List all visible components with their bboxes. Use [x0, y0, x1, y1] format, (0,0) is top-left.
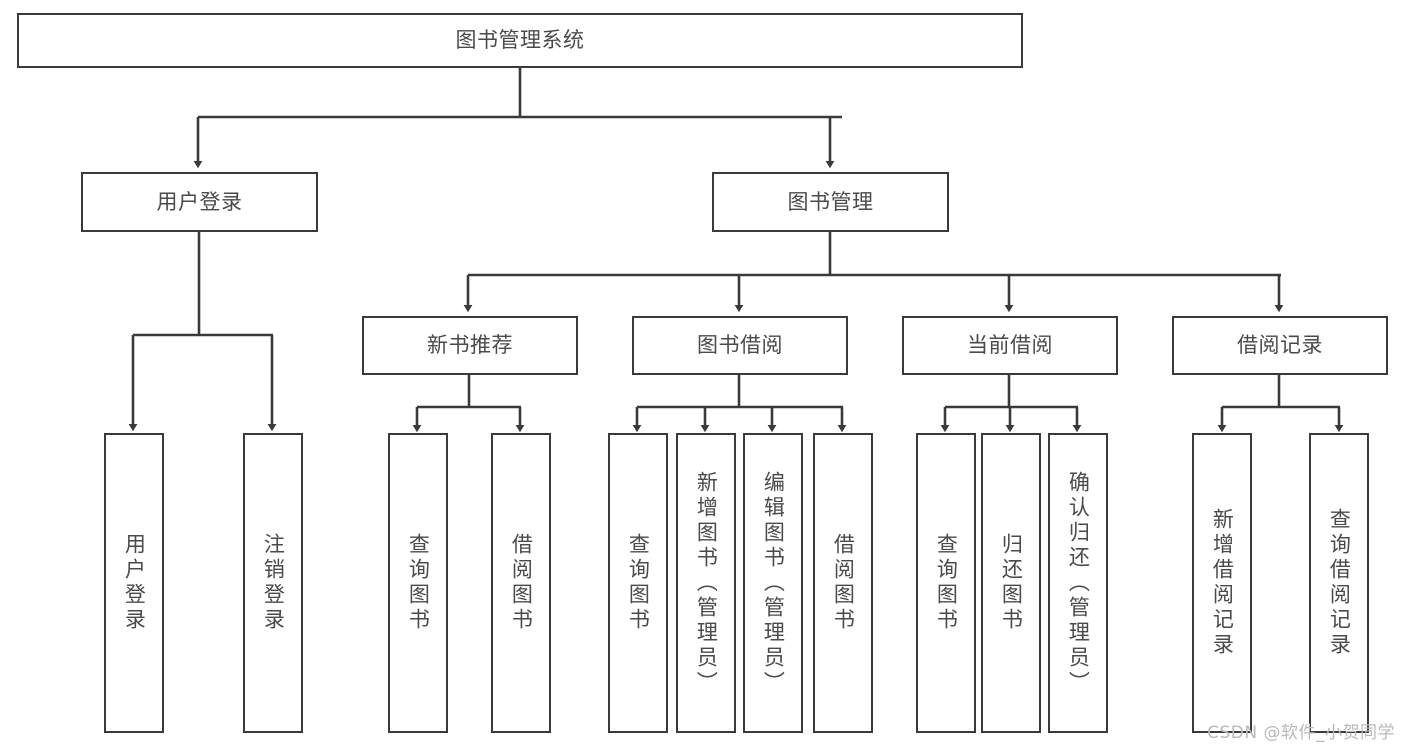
node-borrow-record-label: 借阅记录 — [1237, 333, 1323, 358]
node-leaf-query-book-3-label: 查询图书 — [934, 533, 959, 633]
node-leaf-add-book[interactable]: 新增图书（管理员） — [676, 433, 736, 733]
node-borrow-record[interactable]: 借阅记录 — [1172, 316, 1388, 375]
node-root[interactable]: 图书管理系统 — [17, 13, 1023, 68]
node-book-borrow[interactable]: 图书借阅 — [632, 316, 848, 375]
node-leaf-add-record[interactable]: 新增借阅记录 — [1192, 433, 1252, 733]
node-user-login-label: 用户登录 — [156, 189, 243, 214]
node-book-borrow-label: 图书借阅 — [697, 333, 783, 358]
node-leaf-confirm-return[interactable]: 确认归还（管理员） — [1048, 433, 1108, 733]
node-new-book-recommend[interactable]: 新书推荐 — [362, 316, 578, 375]
node-new-book-recommend-label: 新书推荐 — [427, 333, 513, 358]
node-leaf-query-book-1-label: 查询图书 — [406, 533, 431, 633]
node-user-login[interactable]: 用户登录 — [81, 172, 318, 232]
node-leaf-add-book-label: 新增图书（管理员） — [694, 470, 719, 696]
node-leaf-return-book-label: 归还图书 — [999, 533, 1024, 633]
node-leaf-user-login-label: 用户登录 — [122, 533, 147, 633]
node-root-label: 图书管理系统 — [455, 28, 585, 53]
node-leaf-return-book[interactable]: 归还图书 — [981, 433, 1041, 733]
node-current-borrow-label: 当前借阅 — [967, 333, 1053, 358]
node-leaf-query-book-2-label: 查询图书 — [626, 533, 651, 633]
node-leaf-add-record-label: 新增借阅记录 — [1210, 508, 1235, 658]
node-leaf-query-book-2[interactable]: 查询图书 — [608, 433, 668, 733]
node-leaf-borrow-book-1[interactable]: 借阅图书 — [491, 433, 551, 733]
node-leaf-user-logout-label: 注销登录 — [261, 533, 286, 633]
node-leaf-borrow-book-2[interactable]: 借阅图书 — [813, 433, 873, 733]
node-leaf-query-book-3[interactable]: 查询图书 — [916, 433, 976, 733]
node-leaf-borrow-book-1-label: 借阅图书 — [509, 533, 534, 633]
node-leaf-confirm-return-label: 确认归还（管理员） — [1066, 470, 1091, 696]
node-book-manage-label: 图书管理 — [787, 189, 874, 214]
node-leaf-borrow-book-2-label: 借阅图书 — [831, 533, 856, 633]
node-leaf-edit-book[interactable]: 编辑图书（管理员） — [743, 433, 803, 733]
node-leaf-query-book-1[interactable]: 查询图书 — [388, 433, 448, 733]
node-leaf-edit-book-label: 编辑图书（管理员） — [761, 470, 786, 696]
node-current-borrow[interactable]: 当前借阅 — [902, 316, 1118, 375]
node-book-manage[interactable]: 图书管理 — [712, 172, 949, 232]
node-leaf-query-record[interactable]: 查询借阅记录 — [1309, 433, 1369, 733]
node-leaf-query-record-label: 查询借阅记录 — [1327, 508, 1352, 658]
node-leaf-user-logout[interactable]: 注销登录 — [243, 433, 303, 733]
node-leaf-user-login[interactable]: 用户登录 — [104, 433, 164, 733]
